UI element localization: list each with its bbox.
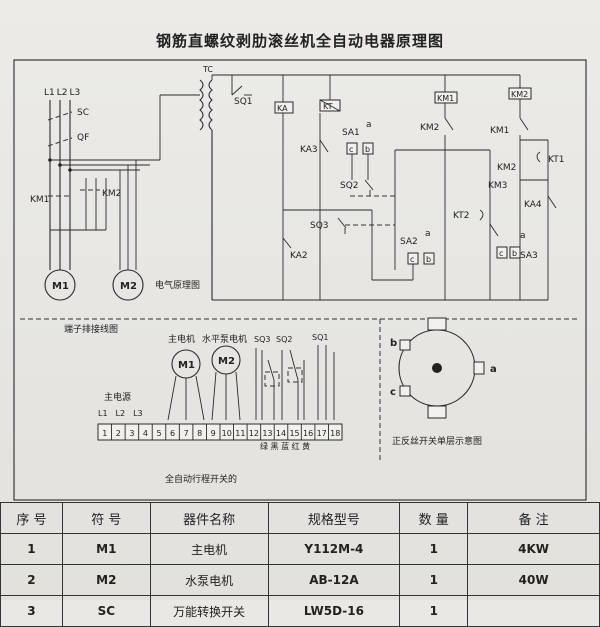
km2-no-label: KM2 — [497, 163, 516, 173]
col-index: 序 号 — [0, 502, 63, 534]
col-name: 器件名称 — [149, 502, 269, 534]
ka4-label: KA4 — [524, 200, 542, 210]
terminal-number: 12 — [249, 429, 259, 438]
col-symbol: 符 号 — [61, 502, 151, 534]
parts-table: 序 号 符 号 器件名称 规格型号 数 量 备 注 1 M1 主电机 Y112M… — [0, 502, 600, 627]
sa2-label: SA2 — [400, 237, 418, 247]
km1-label: KM1 — [30, 195, 49, 205]
terminal-number: 7 — [184, 429, 189, 438]
pump-motor-label: 水平泵电机 — [202, 333, 247, 345]
switch-caption: 全自动行程开关的 — [165, 473, 237, 485]
terminal-number: 17 — [317, 429, 327, 438]
drawing-frame — [13, 59, 587, 501]
terminal-sq3-label: SQ3 — [254, 335, 270, 344]
terminal-number: 10 — [222, 429, 232, 438]
switch-terminal-a: a — [490, 364, 497, 375]
km2-nc-label: KM2 — [420, 123, 439, 133]
terminal-number: 1 — [102, 429, 107, 438]
sc-label: SC — [77, 108, 89, 118]
terminal-number: 15 — [289, 429, 299, 438]
ka2-label: KA2 — [290, 251, 308, 261]
switch-terminal-b: b — [390, 338, 397, 349]
terminal-number: 8 — [197, 429, 202, 438]
coil-kt-label: KT — [323, 102, 333, 111]
terminal-number: 13 — [262, 429, 272, 438]
km3-label: KM3 — [488, 181, 507, 191]
svg-text:a: a — [520, 231, 526, 241]
switch-terminal-c: c — [390, 387, 396, 398]
svg-text:b: b — [512, 249, 517, 258]
motor-m1-label: M1 — [52, 281, 69, 292]
sa1-label: SA1 — [342, 128, 360, 138]
terminal-number: 18 — [330, 429, 340, 438]
svg-text:c: c — [410, 255, 414, 264]
sa3-label: SA3 — [520, 251, 538, 261]
sq2-label: SQ2 — [340, 181, 359, 191]
svg-text:a: a — [425, 229, 431, 239]
motor-m1-symbol — [44, 269, 76, 301]
svg-text:M2: M2 — [218, 356, 235, 367]
main-power-label: 主电源 — [104, 391, 131, 403]
svg-text:a: a — [366, 120, 372, 130]
terminal-caption: 端子排接线图 — [64, 323, 118, 335]
sq1-label: SQ1 — [234, 97, 253, 107]
transformer-label: TC — [202, 65, 213, 74]
coil-ka — [274, 101, 294, 114]
coil-ka-label: KA — [277, 104, 288, 113]
svg-text:M1: M1 — [178, 360, 195, 371]
km2-label: KM2 — [102, 189, 121, 199]
table-header-row: 序 号 符 号 器件名称 规格型号 数 量 备 注 — [0, 502, 600, 534]
terminal-number: 3 — [129, 429, 134, 438]
col-note: 备 注 — [467, 502, 600, 534]
motor-m2-label: M2 — [120, 281, 137, 292]
kt2-label: KT2 — [453, 211, 469, 221]
svg-text:c: c — [349, 145, 353, 154]
terminal-number: 6 — [170, 429, 175, 438]
transformer-symbol — [199, 79, 204, 131]
table-row: 3 SC 万能转换开关 LW5D-16 1 — [0, 595, 600, 627]
terminal-wiring: 端子排接线图 主电机 水平泵电机 SQ3 SQ2 SQ1 M1 M2 主电源 L… — [64, 323, 343, 485]
table-row: 1 M1 主电机 Y112M-4 1 4KW — [0, 533, 600, 565]
main-motor-label: 主电机 — [168, 333, 195, 345]
terminal-number: 11 — [235, 429, 245, 438]
col-model: 规格型号 — [267, 502, 401, 534]
terminal-number: 4 — [143, 429, 148, 438]
control-circuit: TC SQ1 KA KT KM1 KM2 — [199, 65, 564, 301]
sq3-label: SQ3 — [310, 221, 329, 231]
terminal-number: 9 — [211, 429, 216, 438]
terminal-number: 16 — [303, 429, 313, 438]
col-qty: 数 量 — [399, 502, 469, 534]
qf-label: QF — [77, 133, 89, 143]
switch-diagram: a b c 正反丝开关单层示意图 — [390, 317, 497, 447]
kt1-label: KT1 — [548, 155, 564, 165]
terminal-sq1-label: SQ1 — [312, 333, 328, 342]
terminal-number: 14 — [276, 429, 286, 438]
terminal-number: 2 — [116, 429, 121, 438]
terminal-sq2-label: SQ2 — [276, 335, 292, 344]
svg-text:c: c — [499, 249, 503, 258]
motor-m2-symbol — [112, 269, 144, 301]
coil-km1 — [434, 91, 458, 104]
switch-diagram-caption: 正反丝开关单层示意图 — [392, 435, 482, 447]
svg-text:b: b — [365, 145, 370, 154]
km1-nc-label: KM1 — [490, 126, 509, 136]
table-row: 2 M2 水泵电机 AB-12A 1 40W — [0, 564, 600, 596]
wire-colors: 绿 黑 蓝 红 黄 — [260, 441, 310, 451]
ka3-label: KA3 — [300, 145, 318, 155]
coil-km2-label: KM2 — [511, 90, 528, 99]
schematic-caption: 电气原理图 — [155, 279, 200, 291]
coil-km1-label: KM1 — [437, 94, 454, 103]
terminal-number: 5 — [156, 429, 161, 438]
svg-text:b: b — [426, 255, 431, 264]
page-title: 钢筋直螺纹剥肋滚丝机全自动电器原理图 — [155, 32, 444, 50]
